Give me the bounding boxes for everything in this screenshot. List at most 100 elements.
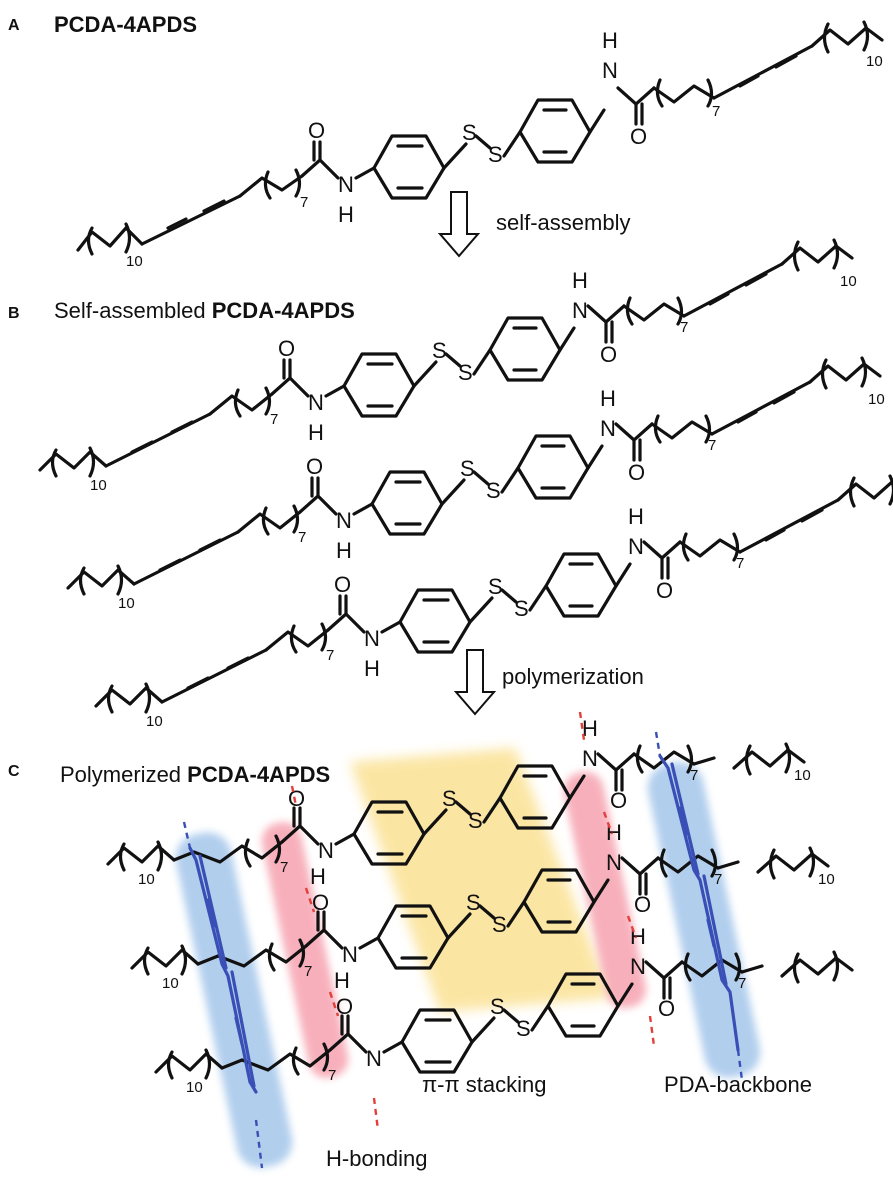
backbone-highlight-right [647,762,761,1078]
hydrogen-atom: H [310,864,326,889]
sulfur-atom: S [492,912,507,937]
hydrogen-atom: H [628,504,644,529]
sulfur-atom: S [488,574,503,599]
spacer-count-label: 7 [300,194,308,211]
pda-backbone-right [654,731,744,1081]
hydrogen-atom: H [364,656,380,681]
panel-b-title: Self-assembled PCDA-4APDS [54,298,355,323]
tail-count-label: 10 [794,767,811,784]
nitrogen-atom: N [630,954,646,979]
h-bond-dashes [290,711,656,1131]
oxygen-atom: O [306,454,323,479]
nitrogen-atom: N [318,838,334,863]
spacer-count-label: 7 [280,859,288,876]
spacer-count-label: 7 [298,529,306,546]
spacer-count-label: 7 [690,767,698,784]
hydrogen-atom: H [336,538,352,563]
oxygen-atom: O [658,996,675,1021]
sulfur-atom: S [458,360,473,385]
monomer-structure: 10 7 O N H S S N H [76,20,884,270]
spacer-count-label: 7 [714,871,722,888]
panel-c-letter: C [8,763,20,780]
self-assembly-arrow [437,191,481,258]
spacer-count-label: 7 [738,975,746,992]
sulfur-atom: S [468,808,483,833]
panel-b-title-name: PCDA-4APDS [212,298,355,323]
pda-backbone-left [182,821,264,1169]
panel-b-letter: B [8,305,20,322]
oxygen-atom: O [288,786,305,811]
oxygen-atom: O [656,578,673,603]
panel-a-title: PCDA-4APDS [54,12,197,37]
tail-count-label: 10 [118,595,135,612]
hydrogen-atom: H [334,968,350,993]
tail-count-label: 10 [818,871,835,888]
oxygen-atom: O [278,336,295,361]
monomer-labels-row-1: 10 7 O N H S S N H O 7 10 [90,268,857,494]
panel-b-title-prefix: Self-assembled [54,298,212,323]
assembled-monomer [38,238,854,478]
monomer-labels-row-3: 10 7 O N H S S N H O 7 [146,504,744,730]
oxygen-atom: O [634,892,651,917]
tail-count-label: 10 [868,391,885,408]
polymer-labels-row-2: 10 7 O N H S S N H O 7 10 [162,820,835,993]
sulfur-atom: S [460,456,475,481]
nitrogen-atom: N [582,746,598,771]
panel-a-letter: A [8,17,20,34]
sulfur-atom: S [466,890,481,915]
hydrogen-atom: H [572,268,588,293]
spacer-count-label: 7 [708,437,716,454]
nitrogen-atom: N [600,416,616,441]
panel-c-title: Polymerized PCDA-4APDS [60,762,330,787]
spacer-count-label: 7 [680,319,688,336]
tail-count-label: 10 [90,477,107,494]
tail-count-label: 10 [138,871,155,888]
hydrogen-atom: H [600,386,616,411]
pi-stacking-highlight [350,748,612,1012]
sulfur-atom: S [432,338,447,363]
oxygen-atom: O [334,572,351,597]
nitrogen-atom: N [602,58,618,83]
panel-c-title-prefix: Polymerized [60,762,187,787]
nitrogen-atom: N [308,390,324,415]
nitrogen-atom: N [628,534,644,559]
polymerization-arrow [453,649,497,716]
self-assembly-label: self-assembly [496,210,630,235]
spacer-count-label: 7 [326,647,334,664]
hydrogen-atom: H [582,716,598,741]
spacer-count-label: 7 [712,103,720,120]
polymer-row [106,742,806,872]
sulfur-atom-2: S [488,142,503,167]
nitrogen-atom: N [366,1046,382,1071]
nitrogen-atom: N [338,172,354,197]
spacer-count-label: 7 [270,411,278,428]
oxygen-atom: O [628,460,645,485]
pi-stacking-label: π-π stacking [422,1072,547,1097]
polymer-labels-row-1: 10 7 O N H S S N H O 7 10 [138,716,811,889]
h-bond-highlight-left [261,822,349,1078]
spacer-count-label: 7 [736,555,744,572]
tail-count-label: 10 [866,53,883,70]
sulfur-atom-1: S [462,120,477,145]
h-bonding-label: H-bonding [326,1146,428,1171]
oxygen-atom: O [308,118,325,143]
oxygen-atom: O [336,994,353,1019]
sulfur-atom: S [442,786,457,811]
pda-backbone-label: PDA-backbone [664,1072,812,1097]
oxygen-atom: O [630,124,647,149]
tail-count-label: 10 [146,713,163,730]
hydrogen-atom: H [308,420,324,445]
spacer-count-label: 7 [304,963,312,980]
hydrogen-atom: H [602,28,618,53]
polymerization-label: polymerization [502,664,644,689]
tail-count-label: 10 [186,1079,203,1096]
tail-count-label: 10 [840,273,857,290]
spacer-count-label: 7 [328,1067,336,1084]
sulfur-atom: S [490,994,505,1019]
nitrogen-atom: N [342,942,358,967]
h-bond-highlight-right [563,771,647,1009]
oxygen-atom: O [600,342,617,367]
nitrogen-atom: N [606,850,622,875]
oxygen-atom: O [610,788,627,813]
